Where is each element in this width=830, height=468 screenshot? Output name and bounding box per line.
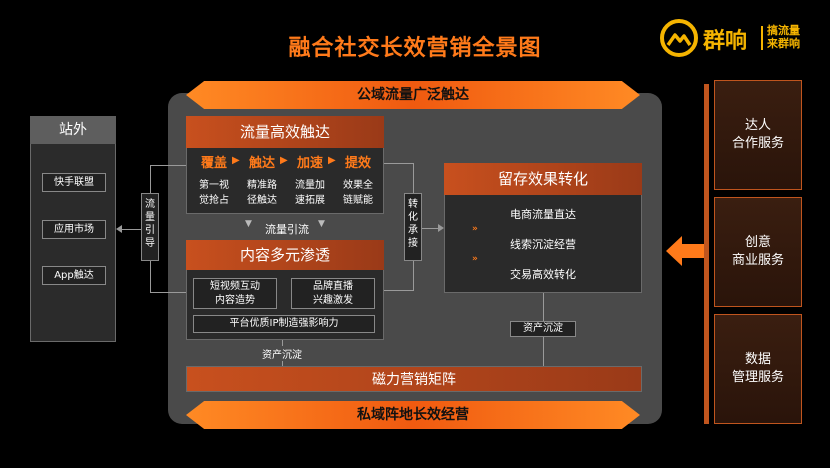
logo: 群响 搞流量 来群响	[657, 16, 817, 60]
ip-strength-cell: 平台优质IP制造强影响力	[193, 315, 375, 333]
logo-divider	[761, 26, 763, 50]
arrow-right-icon	[438, 224, 444, 232]
logo-slogan-line1: 搞流量	[767, 24, 800, 37]
retention-header: 留存效果转化	[444, 163, 642, 195]
retention-item: 电商流量直达	[510, 208, 576, 221]
reach-step: 提效 效果全 链赋能	[334, 152, 382, 210]
connector-line	[414, 228, 440, 229]
external-item: 应用市场	[42, 220, 106, 239]
connector-line	[150, 292, 186, 293]
arrow-down-icon: ▼	[245, 219, 252, 229]
asset-label: 资产沉淀	[510, 321, 576, 337]
reach-step: 触达 精准路 径触达	[238, 152, 286, 210]
logo-slogan: 搞流量 来群响	[767, 24, 800, 50]
asset-label: 资产沉淀	[250, 346, 314, 361]
logo-mark-icon	[660, 19, 698, 57]
external-header: 站外	[30, 116, 116, 144]
arrow-left-icon	[666, 236, 704, 266]
step-arrow-icon: ▶	[232, 155, 240, 166]
reach-step-label: 覆盖	[200, 156, 227, 171]
retention-item: 线索沉淀经营	[510, 238, 576, 251]
public-domain-bar: 公域流量广泛触达	[186, 81, 640, 109]
side-divider	[704, 84, 709, 424]
external-item: App触达	[42, 266, 106, 285]
step-arrow-icon: ▶	[328, 155, 336, 166]
content-header: 内容多元渗透	[186, 240, 384, 270]
service-card: 达人合作服务	[714, 80, 802, 190]
reach-step: 覆盖 第一视 觉抢占	[190, 152, 238, 210]
reach-step-label: 加速	[296, 156, 323, 171]
reach-step-label: 提效	[344, 156, 371, 171]
convert-label: 转化承接	[404, 193, 422, 261]
content-cell: 短视频互动内容造势	[193, 278, 277, 309]
magnetic-matrix-bar: 磁力营销矩阵	[186, 366, 642, 392]
page-title: 融合社交长效营销全景图	[288, 36, 542, 61]
arrow-left-icon	[116, 225, 122, 233]
external-item: 快手联盟	[42, 173, 106, 192]
traffic-guide-label: 流量引导	[141, 193, 159, 261]
content-cell: 品牌直播兴趣激发	[291, 278, 375, 309]
service-card: 创意商业服务	[714, 197, 802, 307]
logo-slogan-line2: 来群响	[767, 37, 800, 50]
service-card: 数据管理服务	[714, 314, 802, 424]
arrow-down-icon: ▼	[318, 219, 325, 229]
chevron-down-icon: »	[472, 254, 478, 264]
logo-name: 群响	[703, 29, 748, 54]
chevron-down-icon: »	[472, 224, 478, 234]
private-domain-bar: 私域阵地长效经营	[186, 401, 640, 429]
step-arrow-icon: ▶	[280, 155, 288, 166]
connector-line	[384, 290, 414, 291]
reach-step-label: 触达	[248, 156, 275, 171]
retention-item: 交易高效转化	[510, 268, 576, 281]
reach-header: 流量高效触达	[186, 116, 384, 148]
traffic-flow-label: 流量引流	[265, 223, 309, 236]
connector-line	[384, 163, 414, 164]
connector-line	[120, 229, 142, 230]
reach-step: 加速 流量加 速拓展	[286, 152, 334, 210]
connector-line	[150, 165, 186, 166]
